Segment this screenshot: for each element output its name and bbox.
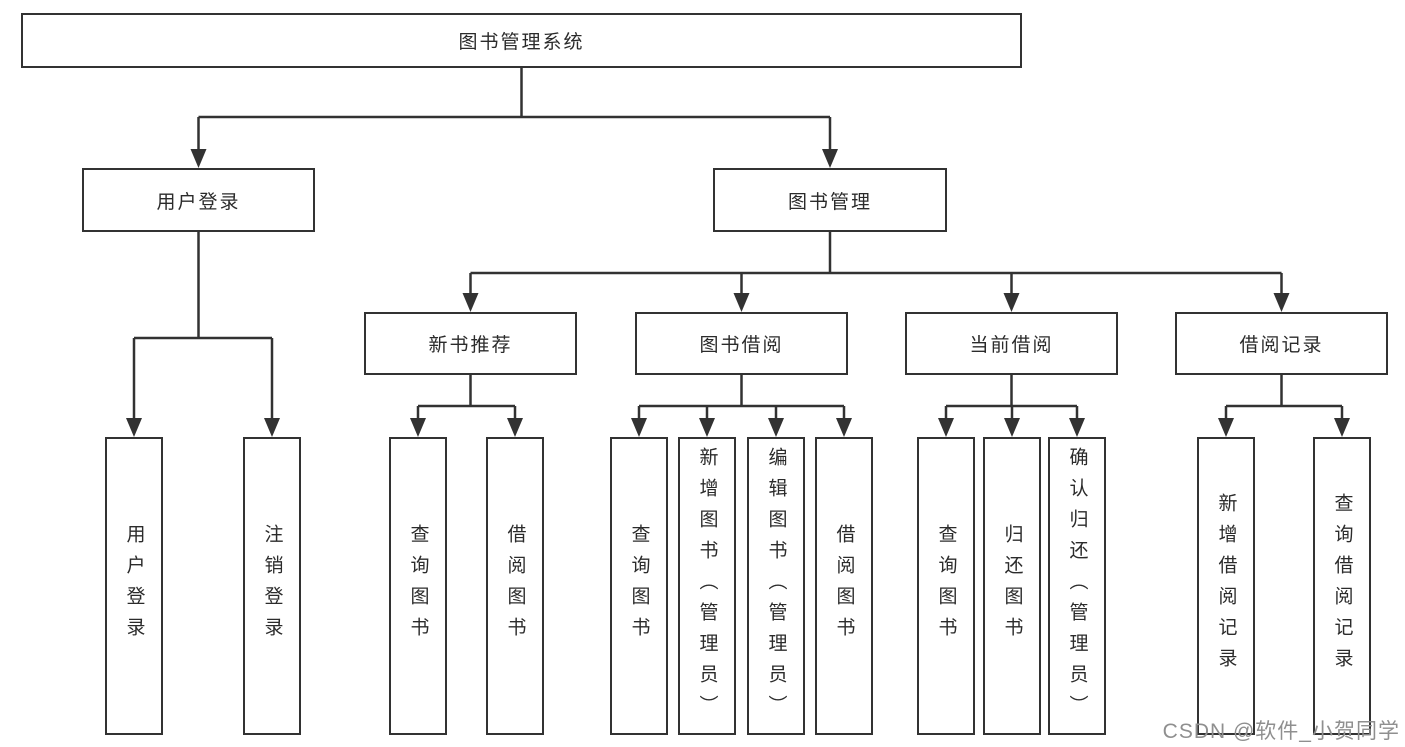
node-label: 确认归还（管理员） [1066,446,1088,726]
node-root-library-system: 图书管理系统 [21,13,1022,68]
node-label: 查询图书 [628,524,650,648]
node-label: 借阅图书 [504,524,526,648]
leaf-return-book: 归还图书 [983,437,1041,735]
leaf-query-borrow-record: 查询借阅记录 [1313,437,1371,735]
node-label: 查询图书 [407,524,429,648]
node-label: 新书推荐 [428,335,513,356]
node-label: 查询借阅记录 [1331,493,1353,679]
leaf-add-book-admin: 新增图书（管理员） [678,437,736,735]
leaf-borrow-book: 借阅图书 [815,437,873,735]
node-label: 归还图书 [1001,524,1023,648]
node-label: 图书管理系统 [458,32,585,53]
node-label: 注销登录 [261,524,283,648]
leaf-borrow-book-recommend: 借阅图书 [486,437,544,735]
node-user-login: 用户登录 [82,168,315,232]
node-label: 新增图书（管理员） [696,446,718,726]
leaf-query-book-current: 查询图书 [917,437,975,735]
arrowheads [126,149,1350,437]
leaf-add-borrow-record: 新增借阅记录 [1197,437,1255,735]
node-label: 当前借阅 [969,335,1054,356]
leaf-confirm-return-admin: 确认归还（管理员） [1048,437,1106,735]
node-label: 图书管理 [787,191,872,213]
node-label: 借阅图书 [833,524,855,648]
node-new-book-recommend: 新书推荐 [364,312,577,375]
node-borrow-record: 借阅记录 [1175,312,1388,375]
node-book-borrow: 图书借阅 [635,312,848,375]
leaf-edit-book-admin: 编辑图书（管理员） [747,437,805,735]
leaf-query-book-borrow: 查询图书 [610,437,668,735]
leaf-user-login: 用户登录 [105,437,163,735]
node-label: 用户登录 [123,524,145,648]
node-book-management: 图书管理 [713,168,947,232]
node-label: 编辑图书（管理员） [765,446,787,726]
watermark-text: CSDN @软件_小贺同学 [1162,720,1400,743]
node-label: 图书借阅 [699,335,784,356]
node-label: 借阅记录 [1239,335,1324,356]
leaf-logout-login: 注销登录 [243,437,301,735]
node-label: 新增借阅记录 [1215,493,1237,679]
node-label: 用户登录 [156,191,241,213]
node-current-borrow: 当前借阅 [905,312,1118,375]
leaf-query-book-recommend: 查询图书 [389,437,447,735]
node-label: 查询图书 [935,524,957,648]
